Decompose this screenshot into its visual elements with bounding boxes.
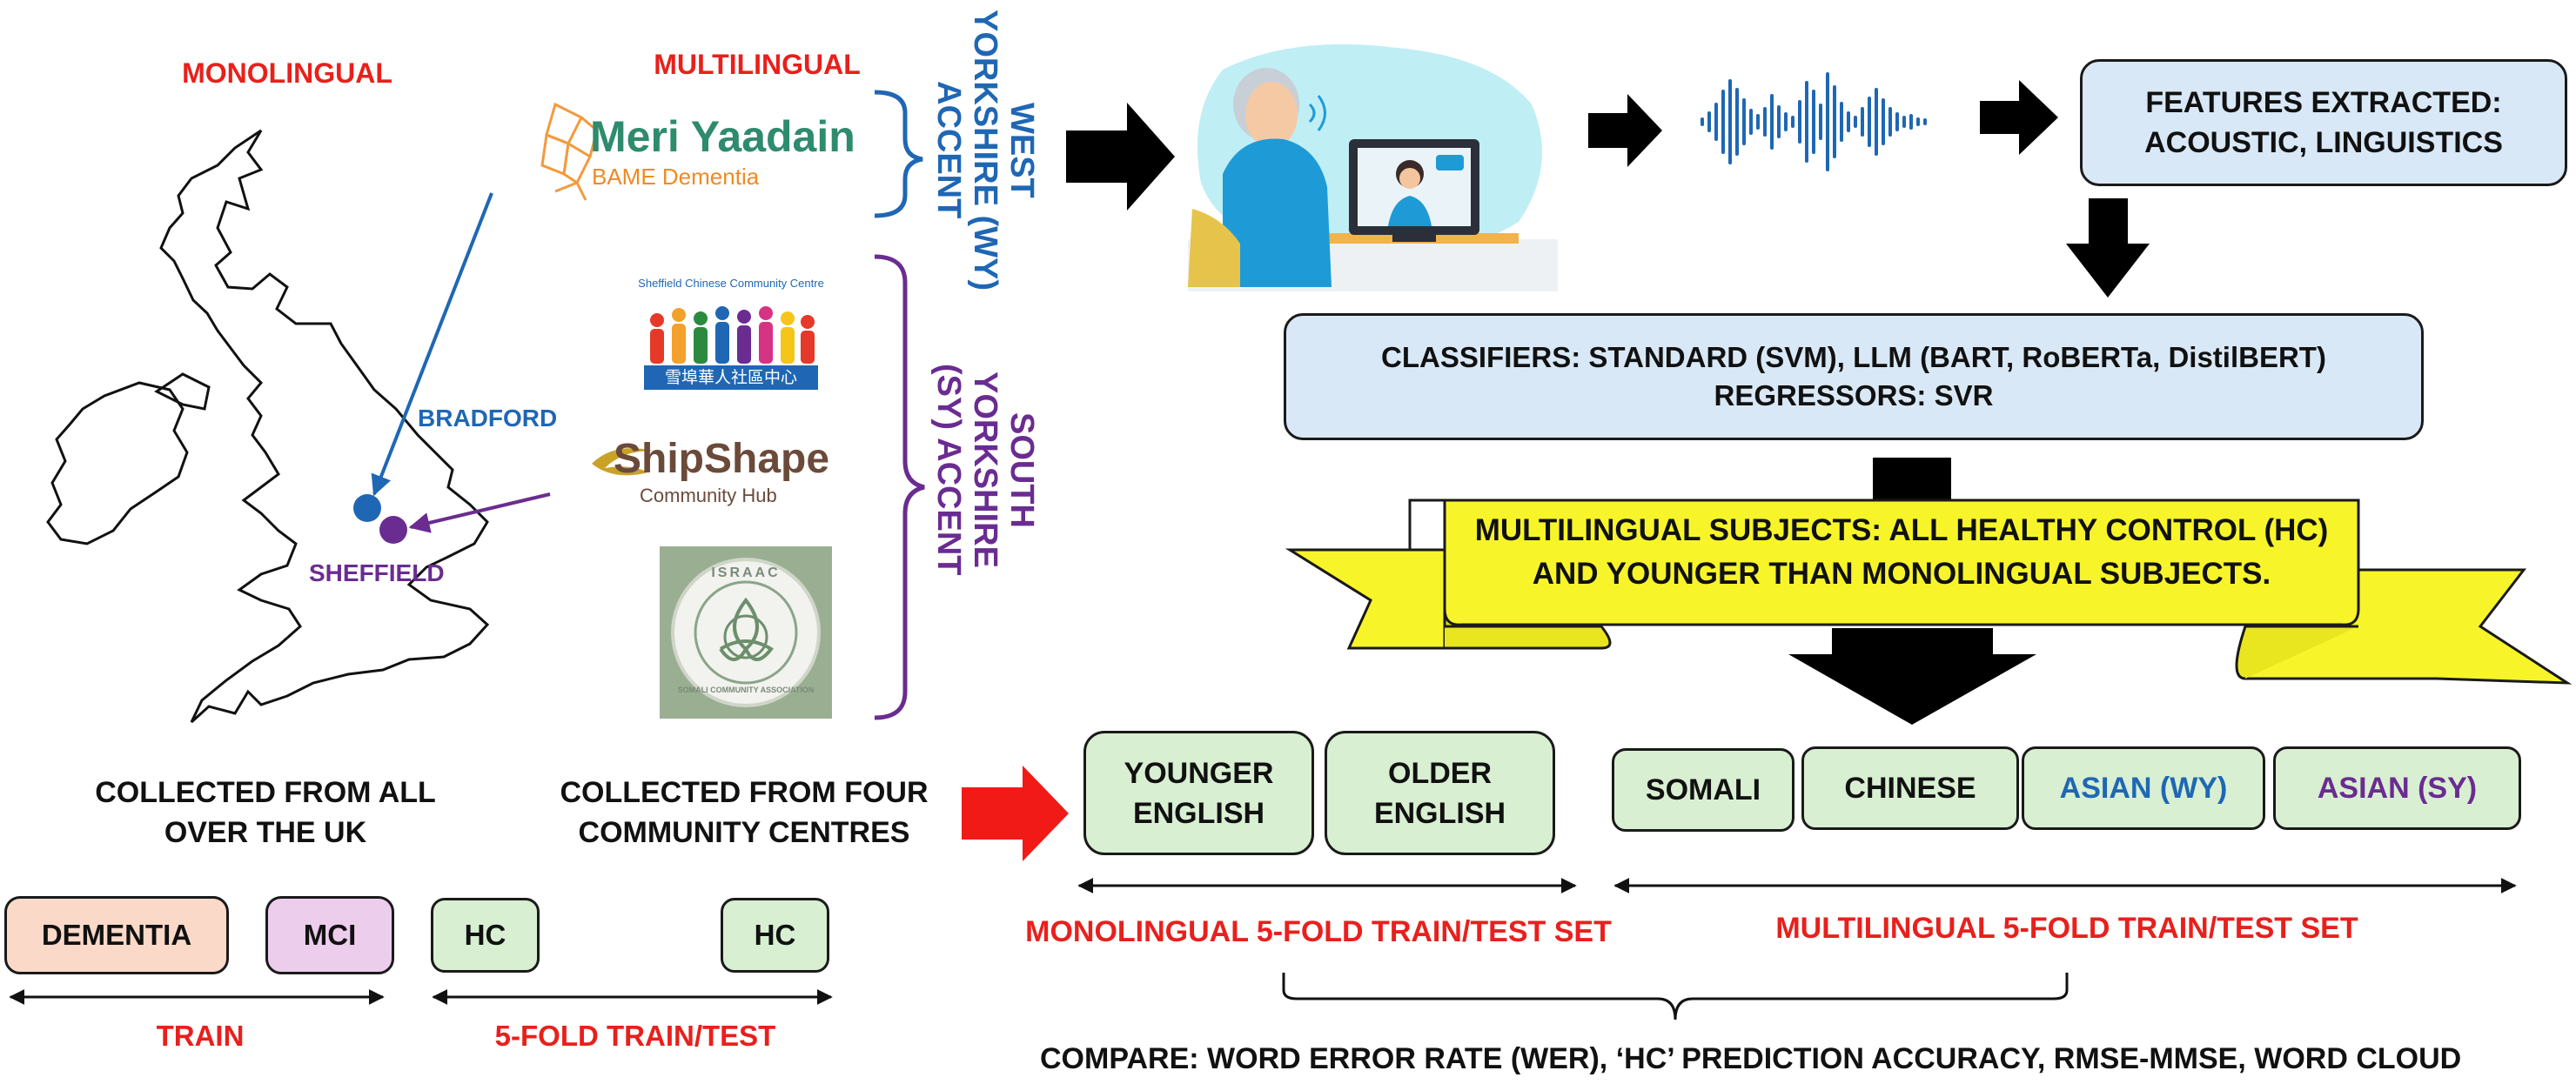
shipshape-sub: Community Hub: [640, 485, 777, 506]
asian-sy-label: ASIAN (SY): [2317, 771, 2478, 805]
hc-box-2: HC: [721, 898, 829, 973]
compare-text: COMPARE: WORD ERROR RATE (WER), ‘HC’ PRE…: [1040, 1042, 2462, 1075]
mci-box: MCI: [265, 896, 394, 974]
shipshape-name: ShipShape: [614, 436, 830, 482]
arrow-down-icon: [1788, 628, 2036, 725]
asian-sy-box: ASIAN (SY): [2273, 746, 2521, 830]
classifiers-box: CLASSIFIERS: STANDARD (SVM), LLM (BART, …: [1284, 313, 2424, 440]
sheffield-chinese-arc: Sheffield Chinese Community Centre: [638, 277, 824, 290]
wy-accent-label: WEST YORKSHIRE (WY) ACCENT: [930, 10, 1040, 291]
younger-english-label: YOUNGER ENGLISH: [1124, 756, 1274, 830]
yellow-banner: [1285, 499, 2573, 685]
sheffield-chinese-logo: Sheffield Chinese Community Centre 雪埠華人社…: [627, 277, 835, 407]
collected-centres-text: COLLECTED FROM FOUR COMMUNITY CENTRES: [560, 776, 929, 849]
multilingual-set-label: MULTILINGUAL 5-FOLD TRAIN/TEST SET: [1775, 912, 2358, 945]
israac-top: ISRAAC: [711, 565, 781, 580]
israac-logo: ISRAAC SOMALI COMMUNITY ASSOCIATION: [660, 546, 832, 719]
older-english-label: OLDER ENGLISH: [1373, 756, 1506, 830]
meri-yaadain-logo: Meri Yaadain BAME Dementia: [538, 96, 886, 204]
banner-line2: AND YOUNGER THAN MONOLINGUAL SUBJECTS.: [1532, 557, 2271, 591]
hc-label-1: HC: [464, 919, 506, 951]
features-text: FEATURES EXTRACTED: ACOUSTIC, LINGUISTIC…: [2144, 86, 2503, 159]
arrow-down-icon: [2066, 198, 2150, 298]
older-english-box: OLDER ENGLISH: [1325, 731, 1555, 855]
train-label: TRAIN: [156, 1020, 245, 1052]
arrow-right-icon: [962, 766, 1069, 861]
chinese-box: CHINESE: [1801, 746, 2019, 830]
waveform-icon: [1695, 65, 1965, 178]
sheffield-label: SHEFFIELD: [309, 559, 445, 586]
monolingual-title: MONOLINGUAL: [182, 57, 392, 89]
classifiers-line1: CLASSIFIERS: STANDARD (SVM), LLM (BART, …: [1381, 341, 2326, 373]
bradford-label: BRADFORD: [418, 405, 558, 432]
younger-english-box: YOUNGER ENGLISH: [1083, 731, 1314, 855]
somali-box: SOMALI: [1612, 748, 1794, 832]
shipshape-logo: ShipShape Community Hub: [587, 431, 866, 518]
bradford-dot: [353, 494, 381, 522]
hc-box-1: HC: [431, 898, 540, 973]
compare-brace: [1282, 973, 2069, 1020]
uk-map-icon: [46, 129, 490, 724]
arrow-right-icon: [1980, 80, 2058, 155]
banner-text: MULTILINGUAL SUBJECTS: ALL HEALTHY CONTR…: [1449, 509, 2354, 596]
sy-accent-label: SOUTH YORKSHIRE (SY) ACCENT: [930, 364, 1040, 576]
arrow-right-icon: [1588, 94, 1662, 167]
meri-yaadain-sub: BAME Dementia: [592, 164, 760, 190]
classifiers-line2: REGRESSORS: SVR: [1714, 379, 1994, 412]
hc-label-2: HC: [754, 919, 796, 951]
collected-uk-text: COLLECTED FROM ALL OVER THE UK: [95, 776, 436, 849]
asian-wy-label: ASIAN (WY): [2059, 771, 2228, 805]
sy-brace: [874, 254, 925, 720]
video-call-icon: [1188, 35, 1558, 291]
multilingual-title: MULTILINGUAL: [654, 49, 861, 80]
features-box: FEATURES EXTRACTED: ACOUSTIC, LINGUISTIC…: [2080, 59, 2567, 186]
somali-label: SOMALI: [1645, 773, 1761, 806]
arrow-right-icon: [1066, 103, 1175, 211]
asian-wy-box: ASIAN (WY): [2022, 746, 2265, 830]
israac-bottom: SOMALI COMMUNITY ASSOCIATION: [677, 686, 815, 694]
sheffield-arrow: [408, 492, 551, 533]
sheffield-dot: [379, 516, 407, 544]
meri-yaadain-name: Meri Yaadain: [590, 112, 855, 161]
monolingual-set-label: MONOLINGUAL 5-FOLD TRAIN/TEST SET: [1025, 915, 1612, 948]
mci-label: MCI: [303, 919, 357, 951]
chinese-label: CHINESE: [1844, 771, 1976, 805]
dementia-box: DEMENTIA: [4, 896, 229, 974]
bradford-arrow: [371, 192, 493, 497]
wy-brace: [874, 90, 923, 218]
five-fold-label: 5-FOLD TRAIN/TEST: [494, 1020, 776, 1052]
banner-line1: MULTILINGUAL SUBJECTS: ALL HEALTHY CONTR…: [1474, 513, 2329, 547]
dementia-label: DEMENTIA: [41, 919, 192, 951]
sheffield-chinese-zh: 雪埠華人社區中心: [664, 369, 797, 387]
